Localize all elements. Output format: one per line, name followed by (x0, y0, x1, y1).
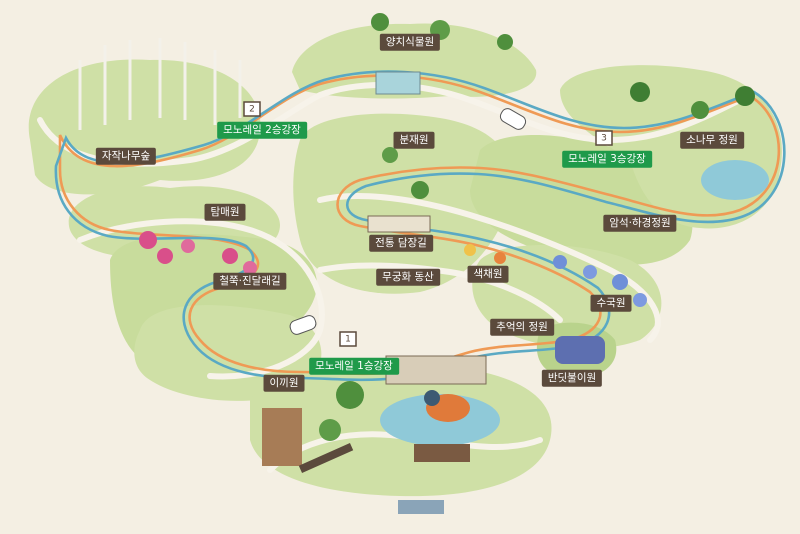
bridge (298, 442, 354, 474)
station-label-2[interactable]: 모노레일 2승강장 (217, 121, 307, 139)
zone-label-amseok[interactable]: 암석·하경정원 (603, 214, 677, 232)
station-marker-1 (339, 331, 357, 347)
zone-label-sonamu[interactable]: 소나무 정원 (680, 131, 744, 149)
zone-label-cheoljjuk[interactable]: 철쭉·진달래길 (213, 272, 287, 290)
pine-garden-pond (701, 160, 769, 200)
station-number-3: 3 (601, 133, 607, 144)
station-label-3[interactable]: 모노레일 3승강장 (562, 150, 652, 168)
wall-house (367, 215, 431, 233)
hanok (414, 444, 470, 462)
zone-label-bunjae[interactable]: 분재원 (393, 131, 435, 149)
zone-label-chueok[interactable]: 추억의 정원 (490, 318, 554, 336)
station-marker-2 (243, 101, 261, 117)
monorail-cars (289, 108, 527, 335)
parking-building (262, 408, 302, 466)
zone-label-jajak[interactable]: 자작나무숲 (95, 147, 157, 165)
flower-patches (139, 231, 647, 364)
station-number-2: 2 (249, 104, 255, 115)
zone-label-saekchae[interactable]: 색채원 (467, 265, 509, 283)
mandarin-duck (424, 390, 470, 422)
birch-trees (78, 38, 242, 130)
land-center (293, 113, 513, 294)
monorail-track (54, 70, 786, 382)
zone-label-tammae[interactable]: 탐매원 (204, 203, 246, 221)
greenhouse (375, 71, 421, 95)
tree-markers (319, 13, 755, 441)
land-top-fern (292, 23, 537, 99)
station-label-1[interactable]: 모노레일 1승강장 (309, 357, 399, 375)
station-marker-3 (595, 130, 613, 146)
zone-label-yangchi[interactable]: 양치식물원 (379, 33, 441, 51)
zone-label-suguk[interactable]: 수국원 (590, 294, 632, 312)
zone-label-mugunghwa[interactable]: 무궁화 동산 (376, 268, 440, 286)
visitor-center (385, 355, 487, 385)
station-markers (243, 101, 613, 347)
zone-label-jeontong[interactable]: 전통 담장길 (369, 234, 433, 252)
zone-label-ikki[interactable]: 이끼원 (263, 374, 305, 392)
bus-stop (398, 500, 444, 514)
zone-label-bandi[interactable]: 반딧불이원 (541, 369, 603, 387)
station-number-1: 1 (345, 334, 351, 345)
buildings (262, 71, 487, 514)
